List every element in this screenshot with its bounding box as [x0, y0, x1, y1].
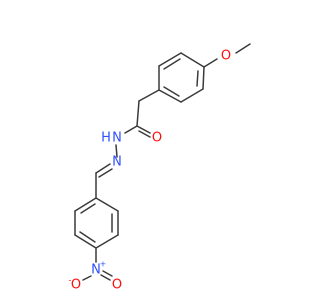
bond-ring2-f [74, 197, 97, 212]
bond-ring1-a [202, 66, 205, 90]
bond-n-ch-1 [95, 163, 111, 174]
bond-n-ch-2 [98, 168, 113, 178]
bond-co-2 [138, 130, 151, 138]
atom-h-amide: H [101, 131, 111, 146]
bond-ring2-d [74, 234, 97, 249]
atom-n-nitro: N [91, 263, 101, 278]
bond-ring1-b [180, 88, 204, 103]
molecule-canvas: O O N H N N + O - O [68, 43, 251, 293]
bond-ring2-c [95, 234, 119, 249]
atom-o-nitro-left: O [71, 278, 81, 293]
bonds [74, 43, 251, 281]
atom-labels: O O N H N N + O - O [69, 49, 232, 293]
bond-ring1-inner-a [196, 70, 199, 87]
charge-n-nitro: + [100, 260, 107, 269]
bond-ring1-c [158, 89, 182, 103]
bond-n-n [115, 144, 118, 158]
bond-o-ring [203, 58, 218, 68]
bond-ring-ch2 [138, 89, 160, 102]
bond-ring1-f [180, 52, 205, 68]
atom-n-amide: N [112, 131, 122, 146]
atom-o-methoxy: O [221, 49, 231, 64]
atom-o-carbonyl: O [152, 131, 162, 146]
structure-diagram: O O N H N N + O - O [69, 43, 251, 293]
bond-co-1 [136, 125, 151, 134]
bond-n-o-right-1 [100, 274, 111, 281]
bond-c-nh [124, 125, 138, 134]
bond-n-o-left [82, 275, 92, 281]
bond-ring1-inner-b [163, 86, 180, 97]
bond-ring2-inner-c [80, 203, 96, 214]
bond-ring1-inner-c [163, 58, 181, 70]
bond-ring2-a [95, 197, 119, 212]
atom-o-nitro-right: O [112, 278, 122, 293]
charge-o-nitro-left: - [69, 276, 72, 285]
bond-ring1-e [158, 52, 182, 67]
bond-methyl-o [235, 43, 251, 54]
atom-n-imine: N [112, 155, 122, 170]
bond-ring2-inner-b [79, 231, 96, 243]
bond-n-o-right-2 [102, 270, 113, 277]
bond-ch2-co [136, 100, 140, 127]
